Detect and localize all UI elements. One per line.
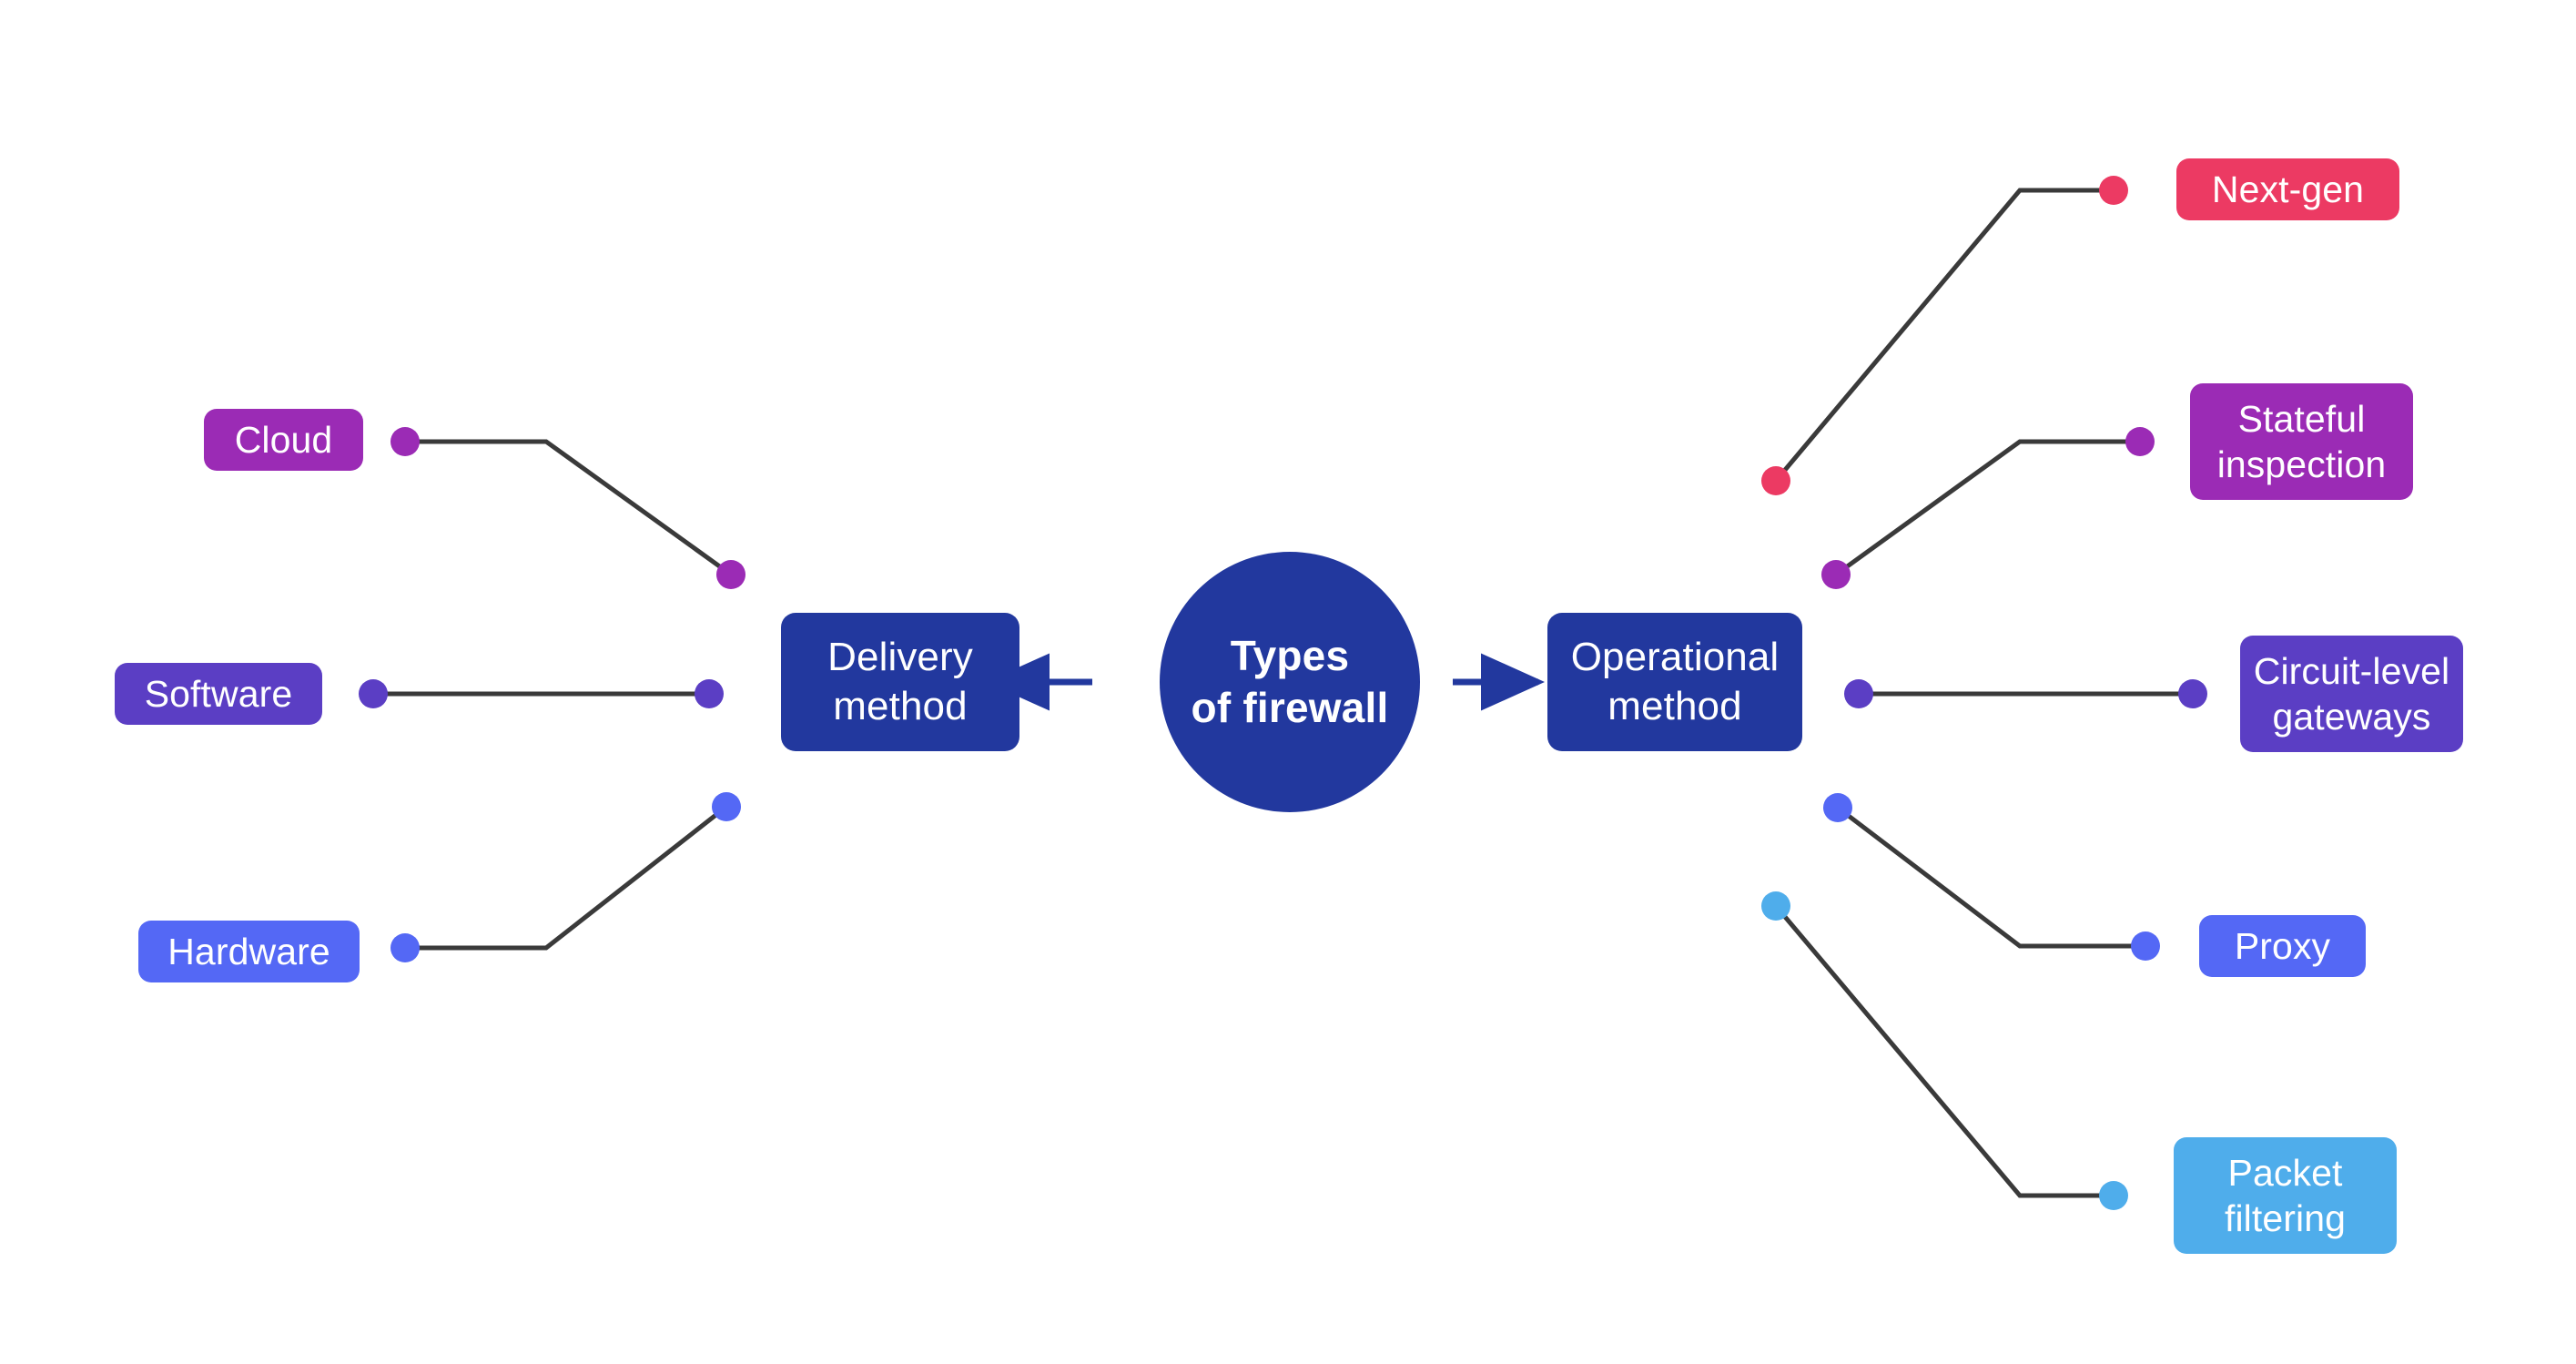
- connector-stateful-inspection: [1834, 439, 2140, 577]
- dot-outer-packet-filtering: [2099, 1181, 2128, 1210]
- leaf-software[interactable]: Software: [115, 663, 322, 725]
- dot-inner-circuit-level-gateways: [1844, 679, 1873, 708]
- connector-packet-filtering: [1774, 904, 2114, 1198]
- connector-cloud: [405, 439, 733, 577]
- dot-outer-cloud: [390, 427, 420, 456]
- leaf-next-gen[interactable]: Next-gen: [2176, 158, 2399, 220]
- leaf-circuit-level-gateways[interactable]: Circuit-level gateways: [2240, 636, 2463, 752]
- dot-outer-hardware: [390, 933, 420, 962]
- dot-inner-hardware: [712, 792, 741, 821]
- leaf-cloud[interactable]: Cloud: [204, 409, 363, 471]
- dot-inner-software: [695, 679, 724, 708]
- dot-outer-software: [359, 679, 388, 708]
- branch-operational-method[interactable]: Operational method: [1547, 613, 1802, 751]
- hub-types-of-firewall[interactable]: Types of firewall: [1160, 552, 1420, 812]
- leaf-packet-filtering[interactable]: Packet filtering: [2174, 1137, 2397, 1254]
- branch-delivery-method[interactable]: Delivery method: [781, 613, 1019, 751]
- dot-outer-next-gen: [2099, 176, 2128, 205]
- dot-inner-cloud: [716, 560, 745, 589]
- dot-outer-proxy: [2131, 931, 2160, 961]
- connector-proxy: [1836, 806, 2145, 949]
- dot-inner-packet-filtering: [1761, 891, 1790, 921]
- dot-inner-proxy: [1823, 793, 1852, 822]
- dot-outer-circuit-level-gateways: [2178, 679, 2207, 708]
- leaf-hardware[interactable]: Hardware: [138, 921, 360, 982]
- dot-inner-next-gen: [1761, 466, 1790, 495]
- leaf-stateful-inspection[interactable]: Stateful inspection: [2190, 383, 2413, 500]
- leaf-proxy[interactable]: Proxy: [2199, 915, 2366, 977]
- dot-inner-stateful-inspection: [1821, 560, 1851, 589]
- connector-hardware: [405, 805, 728, 951]
- connector-next-gen: [1774, 188, 2114, 483]
- dot-outer-stateful-inspection: [2125, 427, 2155, 456]
